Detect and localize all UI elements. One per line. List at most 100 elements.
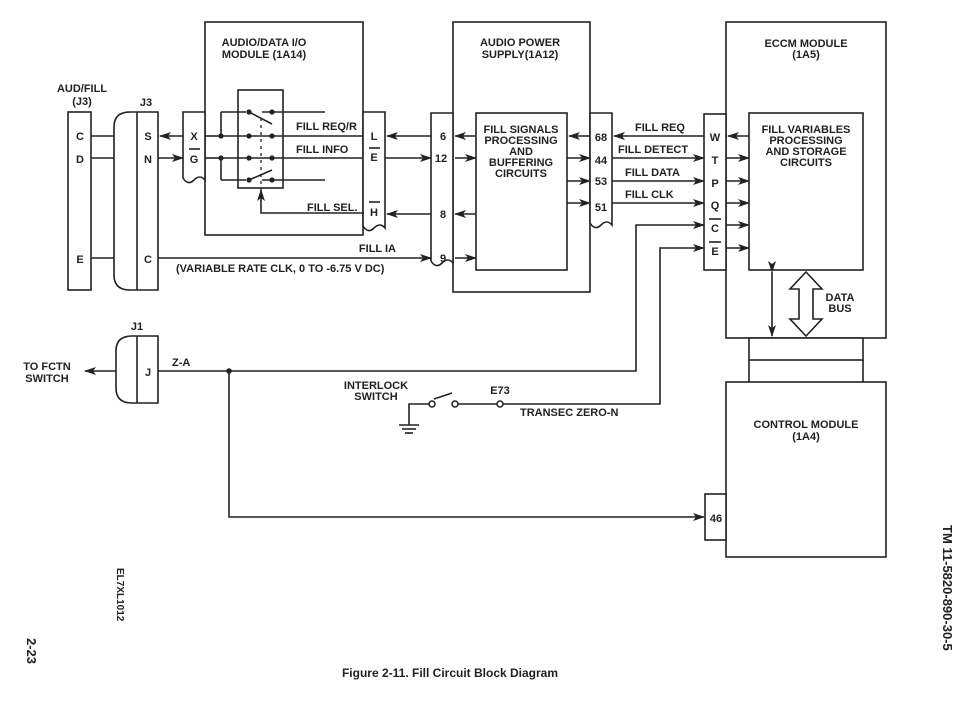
module-body <box>204 21 364 236</box>
aud-fill-body <box>67 111 92 291</box>
page-number: 2-23 <box>24 638 39 664</box>
fill-signals-processing-block <box>475 112 568 271</box>
module-subtitle: MODULE (1A14) <box>222 49 307 61</box>
pin-44: 44 <box>595 155 608 167</box>
module-subtitle: (1A5) <box>792 49 820 61</box>
pin-e: E <box>370 152 377 164</box>
pin-x: X <box>190 131 198 143</box>
fill-ia-note: (VARIABLE RATE CLK, 0 TO -6.75 V DC) <box>176 263 385 275</box>
z-a-to-control-line <box>228 371 705 521</box>
interlock-label-2: SWITCH <box>354 391 397 403</box>
fill-req-r-label: FILL REQ/R <box>296 121 357 133</box>
ground-lead <box>408 403 429 425</box>
fill-clk-label: FILL CLK <box>625 189 674 201</box>
data-bus-label: DATA <box>826 292 855 304</box>
inner-line: FILL VARIABLES <box>762 124 851 136</box>
module-subtitle: (1A4) <box>792 431 820 443</box>
data-bus-label-2: BUS <box>828 303 851 315</box>
module-interconnect <box>748 337 864 361</box>
pin-12: 12 <box>435 153 447 165</box>
data-bus-arrow-icon <box>788 270 824 338</box>
fill-ia-label: FILL IA <box>359 243 396 255</box>
switch-blade <box>433 392 453 400</box>
pin-8: 8 <box>440 209 446 221</box>
pin-68: 68 <box>595 132 607 144</box>
fill-detect-label: FILL DETECT <box>618 144 688 156</box>
pin-t: T <box>712 155 719 167</box>
pin-c: C <box>76 131 84 143</box>
relay-contacts <box>205 108 362 192</box>
pin-q: Q <box>711 200 720 212</box>
pin-51: 51 <box>595 202 607 214</box>
right-connector <box>589 112 613 229</box>
inner-line: AND STORAGE <box>765 146 846 158</box>
module-title: AUDIO POWER <box>480 37 560 49</box>
j1-title: J1 <box>131 321 143 333</box>
fill-variables-processing-block <box>748 112 864 271</box>
pin-j: J <box>145 367 151 379</box>
inner-line: PROCESSING <box>769 135 842 147</box>
eccm-module: ECCM MODULE (1A5) W T P Q C E FILL VARIA… <box>703 21 887 339</box>
control-connector <box>704 493 727 541</box>
pin-9: 9 <box>440 253 446 265</box>
pin-l: L <box>371 131 378 143</box>
pin-s: S <box>144 131 151 143</box>
fill-sel-label: FILL SEL. <box>307 202 358 214</box>
module-title: AUDIO/DATA I/O <box>222 37 307 49</box>
left-connector <box>182 111 206 184</box>
pin-h: H <box>370 207 378 219</box>
inner-line: PROCESSING <box>484 135 557 147</box>
inner-line: CIRCUITS <box>780 157 832 169</box>
right-connector <box>362 111 386 232</box>
drawing-id: EL7XL1012 <box>114 568 125 622</box>
to-fctn-label-2: SWITCH <box>25 373 68 385</box>
pin-53: 53 <box>595 176 607 188</box>
pin-e: E <box>711 246 718 258</box>
z-a-label: Z-A <box>172 357 190 369</box>
e73-label: E73 <box>490 385 510 397</box>
fill-data-label: FILL DATA <box>625 167 680 179</box>
pin-e: E <box>76 254 83 266</box>
j1-connector: J1 J <box>115 321 159 404</box>
pin-d: D <box>76 154 84 166</box>
fill-req-label: FILL REQ <box>635 122 685 134</box>
switch-contact <box>428 400 436 408</box>
inner-line: FILL SIGNALS <box>484 124 559 136</box>
aud-fill-title: AUD/FILL <box>57 83 107 95</box>
pin-c: C <box>711 223 719 235</box>
inner-line: AND <box>509 146 533 158</box>
control-module: CONTROL MODULE (1A4) 46 <box>704 381 887 558</box>
module-title: CONTROL MODULE <box>754 419 859 431</box>
eccm-connector <box>703 113 727 271</box>
inner-line: BUFFERING <box>489 157 553 169</box>
audio-power-supply-module: AUDIO POWER SUPPLY(1A12) FILL SIGNALS PR… <box>430 21 613 293</box>
pin-6: 6 <box>440 131 446 143</box>
pin-46: 46 <box>710 513 722 525</box>
switch-contact <box>451 400 459 408</box>
fill-info-label: FILL INFO <box>296 144 349 156</box>
j3-shell <box>113 111 159 291</box>
figure-caption: Figure 2-11. Fill Circuit Block Diagram <box>342 666 558 680</box>
pin-c: C <box>144 254 152 266</box>
aud-fill-subtitle: (J3) <box>72 96 92 108</box>
left-connector <box>430 112 454 267</box>
module-body <box>725 381 887 558</box>
pin-w: W <box>710 132 721 144</box>
transec-label: TRANSEC ZERO-N <box>520 407 618 419</box>
tm-number: TM 11-5820-890-30-5 <box>940 525 955 651</box>
interlock-label: INTERLOCK <box>344 380 408 392</box>
aud-fill-j3-connector: AUD/FILL (J3) C D E <box>57 83 107 291</box>
pin-p: P <box>711 178 718 190</box>
e-line <box>500 244 705 405</box>
fill-sel-line <box>257 189 364 214</box>
j3-title: J3 <box>140 97 152 109</box>
pin-g: G <box>190 154 199 166</box>
pin-n: N <box>144 154 152 166</box>
audio-data-io-module: AUDIO/DATA I/O MODULE (1A14) X G L E H <box>182 21 386 236</box>
e73-terminal <box>496 400 504 408</box>
inner-line: CIRCUITS <box>495 168 547 180</box>
to-fctn-label: TO FCTN <box>23 361 71 373</box>
c-line <box>229 221 705 372</box>
module-subtitle: SUPPLY(1A12) <box>482 49 559 61</box>
